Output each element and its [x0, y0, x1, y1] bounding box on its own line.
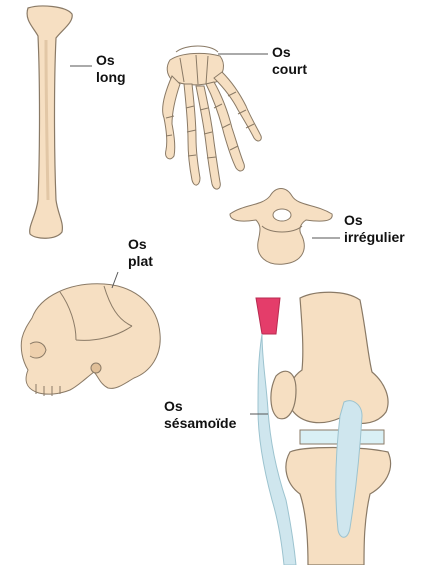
label-short-bone: Os court — [272, 44, 307, 78]
label-irregular-bone: Os irrégulier — [344, 212, 405, 246]
short-bones-hand — [163, 46, 262, 189]
sesamoid-bone-knee — [256, 292, 391, 565]
flat-bone-skull — [21, 284, 160, 396]
label-sesamoid-bone: Os sésamoïde — [164, 398, 236, 432]
irregular-bone-vertebra — [230, 189, 332, 265]
long-bone — [27, 6, 72, 238]
label-long-bone: Os long — [96, 52, 126, 86]
label-flat-bone: Os plat — [128, 236, 153, 270]
